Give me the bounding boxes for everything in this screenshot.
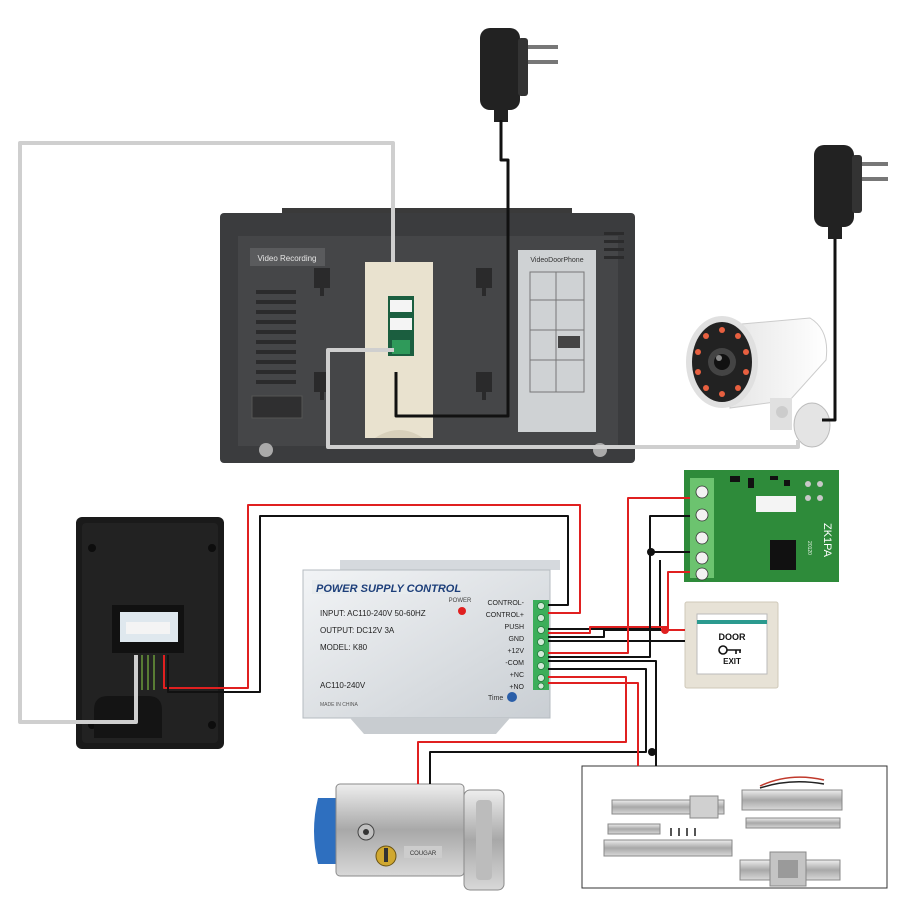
terminal-label-no: +NO (509, 684, 524, 691)
electric-bolt-lock (603, 795, 733, 857)
power-adapter-camera (814, 145, 888, 239)
wire-black-gnd (548, 629, 685, 642)
electric-rim-lock: COUGAR (314, 783, 505, 891)
wire-black-relay-a (548, 515, 690, 658)
optional-locks-box (581, 765, 888, 889)
outdoor-call-unit (76, 517, 224, 749)
electric-strike-lock (739, 851, 841, 887)
psu-title: POWER SUPPLY CONTROL (316, 583, 461, 595)
wire-black-camera-power (822, 239, 837, 422)
wire-red-control-plus (163, 504, 581, 689)
monitor-back-panel: Video Recording VideoDoorPhone (220, 208, 635, 463)
psu-model: MODEL: K80 (320, 643, 368, 652)
relay-board: ZK1PA 20120 (684, 470, 839, 582)
wire-red-nc-lock (417, 676, 627, 784)
key-icon (718, 645, 741, 655)
psu-time-label: Time (488, 695, 503, 702)
wire-red-relay-c (667, 571, 690, 630)
psu-made-in: MADE IN CHINA (320, 702, 358, 708)
lock-brand: COUGAR (410, 851, 437, 857)
wires (18, 120, 837, 784)
wire-red-no-box (548, 682, 639, 766)
psu-output: OUTPUT: DC12V 3A (320, 626, 395, 635)
terminal-label-com: -COM (505, 660, 524, 667)
wire-black-push (548, 560, 661, 630)
power-led (458, 607, 466, 615)
time-dial (507, 692, 517, 702)
exit-button-line2: EXIT (723, 657, 741, 666)
wire-grey-camera (326, 348, 800, 449)
relay-board-code: 20120 (806, 541, 812, 555)
exit-button-line1: DOOR (719, 632, 747, 642)
wire-red-12v-relay (548, 497, 690, 654)
wire-grey-outdoor (18, 141, 395, 724)
relay-board-label: ZK1PA (821, 523, 833, 558)
psu-input: INPUT: AC110-240V 50-60HZ (320, 609, 426, 618)
power-supply-box: POWER SUPPLY CONTROL POWER INPUT: AC110-… (302, 560, 560, 734)
cctv-camera (686, 316, 831, 448)
door-exit-button: DOOR EXIT (684, 601, 779, 689)
terminal-label-control-minus: CONTROL- (487, 600, 524, 607)
magnetic-lock (741, 776, 843, 829)
power-adapter-monitor (480, 28, 558, 122)
wire-black-com-box (548, 660, 657, 766)
wire-black-control-minus (167, 515, 569, 693)
wire-outdoor-leads (141, 655, 155, 690)
sticker-title: VideoDoorPhone (530, 257, 583, 264)
wire-black-monitor-power (394, 120, 510, 418)
terminal-label-nc: +NC (510, 672, 524, 679)
terminal-label-gnd: GND (508, 636, 524, 643)
terminal-label-12v: +12V (507, 648, 524, 655)
monitor-label: Video Recording (257, 254, 316, 263)
terminal-label-push: PUSH (505, 624, 524, 631)
psu-power-label: POWER (449, 598, 472, 604)
wire-black-com-lock (429, 668, 647, 784)
psu-ac: AC110-240V (320, 681, 366, 690)
terminal-label-control-plus: CONTROL+ (486, 612, 524, 619)
